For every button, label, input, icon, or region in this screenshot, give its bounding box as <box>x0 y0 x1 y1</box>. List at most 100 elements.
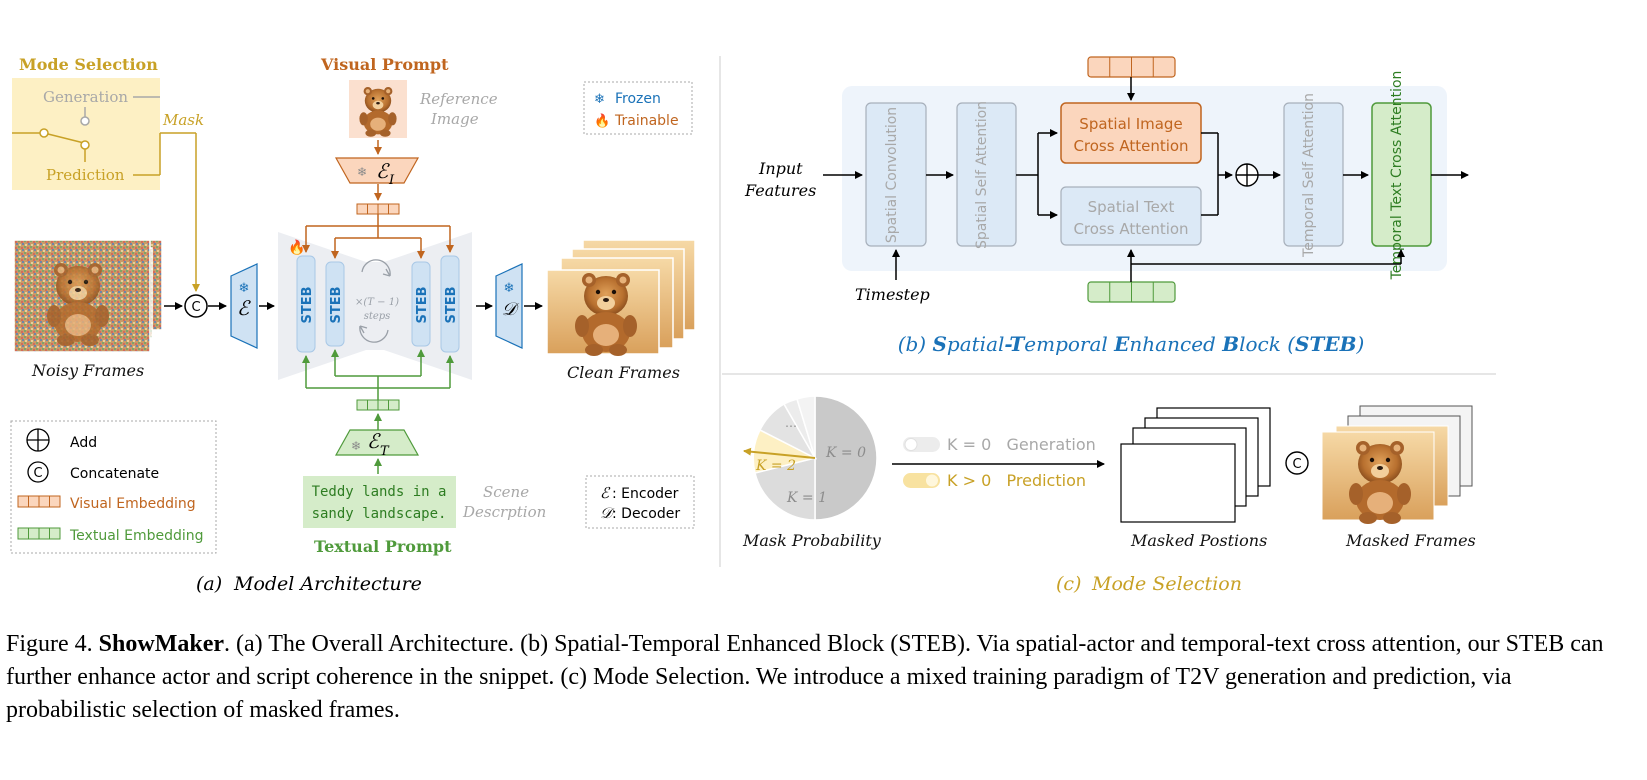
temporal-self-attention-label: Temporal Self Attention <box>1301 93 1317 258</box>
snowflake-icon: ❄ <box>594 91 605 106</box>
frozen-trainable-legend <box>583 81 693 135</box>
circled-c-icon <box>27 461 49 483</box>
svg-text:ℰ: ℰ <box>600 484 611 502</box>
pie-label-k1: K = 1 <box>786 490 827 506</box>
svg-text:T: T <box>380 444 390 459</box>
panel-c-subtitle: Mode Selection <box>1091 573 1242 595</box>
svg-text:ℰ: ℰ <box>237 296 251 320</box>
panel-c-mode-selection: K = 0 K = 1 K = 2 … Mask Probability K =… <box>742 395 1476 595</box>
caption-body: . (a) The Overall Architecture. (b) Spat… <box>6 631 1604 723</box>
switch-arm <box>47 133 85 144</box>
encoder-decoder-legend <box>585 475 695 529</box>
pie-slice-k0 <box>814 395 878 521</box>
spatial-text-cross-attention-block <box>1060 186 1202 246</box>
input-label-2: Features <box>744 181 816 200</box>
masked-frames-stack <box>1321 405 1473 524</box>
trainable-label: Trainable <box>614 113 679 129</box>
caption-name: ShowMaker <box>98 631 225 657</box>
masked-positions-stack <box>1120 407 1271 523</box>
encoder-label: : Encoder <box>612 486 679 502</box>
svg-text:C: C <box>191 300 200 315</box>
reference-image <box>349 80 407 138</box>
pie-pointer-arrow <box>743 447 816 459</box>
text-encoder-block <box>334 429 420 456</box>
concatenate-icon <box>1285 451 1309 475</box>
mask-label: Mask <box>162 111 204 129</box>
steb-block-3: STEB <box>415 286 430 323</box>
video-decoder-block <box>495 263 523 349</box>
switch-terminal-prediction <box>80 140 90 150</box>
figure-diagram: Mode Selection Generation Prediction Mas… <box>10 55 1496 595</box>
pie-slice-k1 <box>754 457 816 521</box>
input-label-1: Input <box>758 159 803 178</box>
legend-add: Add <box>70 435 97 451</box>
flame-icon: 🔥 <box>594 113 610 128</box>
frozen-label: Frozen <box>615 91 661 107</box>
clean-frames-stack <box>546 239 696 356</box>
textual-prompt-title: Textual Prompt <box>314 537 452 556</box>
generation-label: Generation <box>43 88 128 106</box>
spatial-self-attention-label: Spatial Self Attention <box>974 101 990 249</box>
visual-embedding-input <box>1087 56 1176 78</box>
svg-text:I: I <box>388 173 395 188</box>
prompt-line-1: Teddy lands in a <box>312 484 447 500</box>
caption-figure-label: Figure 4. <box>6 631 93 657</box>
spatial-convolution-label: Spatial Convolution <box>884 107 900 243</box>
row-generation: K = 0 Generation <box>947 435 1096 454</box>
legend-textual-embedding: Textual Embedding <box>69 528 204 544</box>
svg-text:ℰ: ℰ <box>376 159 390 183</box>
spatial-text-label-2: Cross Attention <box>1073 220 1188 238</box>
steb-block-2: STEB <box>329 286 344 323</box>
svg-text:𝒟: 𝒟 <box>600 504 615 522</box>
decoder-label: : Decoder <box>612 506 680 522</box>
steps-label-1: ×(T − 1) <box>355 297 399 308</box>
masked-frames-label: Masked Frames <box>1345 531 1476 550</box>
spatial-image-label-1: Spatial Image <box>1079 115 1182 133</box>
spatial-image-label-2: Cross Attention <box>1073 137 1188 155</box>
row-prediction: K > 0 Prediction <box>947 471 1086 490</box>
loop-arrow-top <box>361 259 391 277</box>
temporal-text-cross-attention-label: Temporal Text Cross Attention <box>1389 71 1405 281</box>
symbol-legend <box>10 420 217 554</box>
noisy-frames-stack <box>13 239 163 353</box>
legend-visual-embedding: Visual Embedding <box>70 496 196 512</box>
prediction-label: Prediction <box>46 166 125 184</box>
spatial-text-label-1: Spatial Text <box>1088 198 1175 216</box>
loop-arrow-bottom <box>359 325 389 343</box>
concatenate-icon <box>184 294 208 318</box>
steb-block-1: STEB <box>300 286 315 323</box>
textual-embedding-icon <box>17 527 61 540</box>
steb-block-4: STEB <box>444 286 459 323</box>
textual-prompt-box <box>303 476 456 528</box>
scene-label-2: Descrption <box>462 503 546 521</box>
legend-concatenate: Concatenate <box>70 466 159 482</box>
svg-text:ℰ: ℰ <box>367 429 381 453</box>
panel-b-subtitle: (b) Spatial-Temporal Enhanced Block (STE… <box>898 332 1365 356</box>
panel-a-subtitle: Model Architecture <box>233 573 422 595</box>
svg-text:𝒟: 𝒟 <box>502 299 520 320</box>
textual-embedding-input <box>1087 281 1176 303</box>
snowflake-icon: ❄ <box>357 165 367 179</box>
image-encoder-block <box>334 157 420 184</box>
steb-blocks: STEB STEB STEB STEB <box>296 255 460 353</box>
reference-label-1: Reference <box>419 90 498 108</box>
visual-embedding-routing <box>302 214 454 259</box>
pie-label-k0: K = 0 <box>825 445 866 461</box>
textual-embedding-routing <box>302 349 454 400</box>
svg-text:C: C <box>1292 457 1301 472</box>
pie-label-dots: … <box>785 416 797 430</box>
clean-frames-label: Clean Frames <box>567 363 680 382</box>
reference-label-2: Image <box>430 110 479 128</box>
switch-terminal-generation <box>80 116 90 126</box>
mode-selection-title: Mode Selection <box>19 55 158 74</box>
panel-a-subtitle-prefix: (a) <box>196 573 222 595</box>
steps-label-2: steps <box>364 311 391 322</box>
panel-b-steb: Input Features Spatial Convolution Times… <box>744 56 1469 356</box>
pie-label-k2: K = 2 <box>755 458 796 474</box>
noisy-frames-label: Noisy Frames <box>31 361 144 380</box>
svg-text:C: C <box>33 466 42 481</box>
visual-prompt-title: Visual Prompt <box>320 55 449 74</box>
visual-embedding-icon <box>17 495 61 508</box>
pie-slice-k5 <box>796 395 816 459</box>
flame-icon: 🔥 <box>288 239 305 256</box>
